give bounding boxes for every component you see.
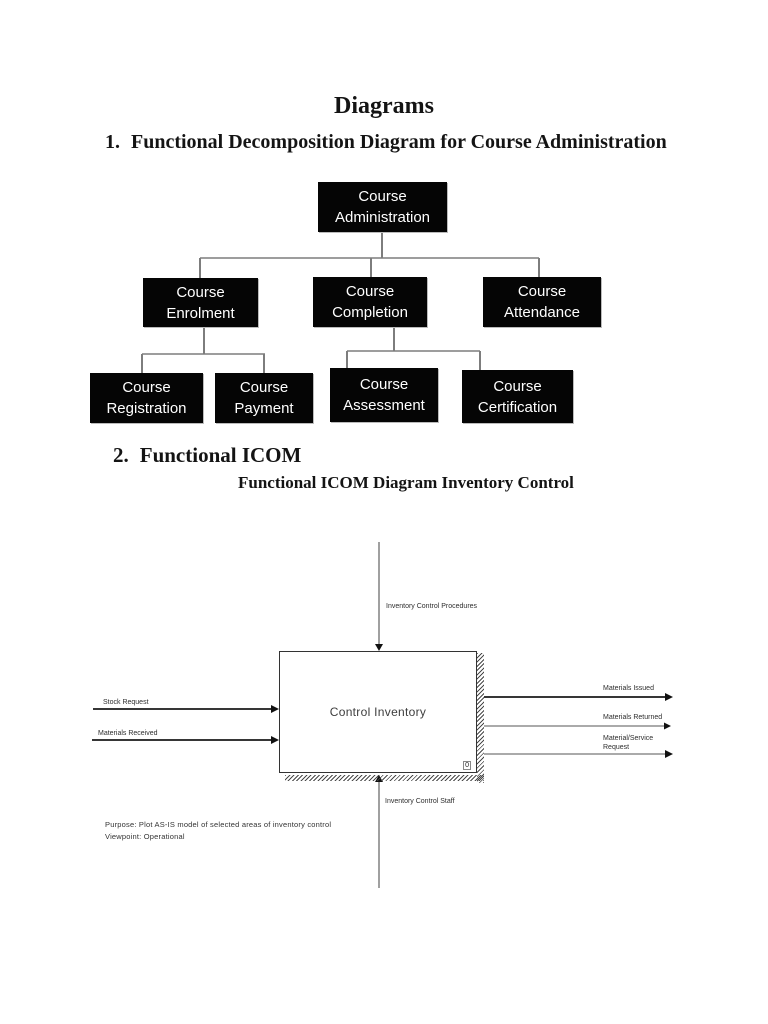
output-label-1: Materials Issued (603, 685, 654, 692)
icom-arrow-lines (92, 542, 673, 888)
section-2-title: Functional ICOM (139, 443, 302, 467)
viewpoint-note: Viewpoint: Operational (105, 832, 185, 841)
icom-diagram: Control Inventory 0 Inventory Control Pr… (0, 530, 768, 910)
output-label-3: Material/Service Request (603, 735, 654, 751)
purpose-note: Purpose: Plot AS-IS model of selected ar… (105, 820, 332, 829)
tree-node-course-administration: Course Administration (318, 182, 447, 232)
tree-node-course-registration: Course Registration (90, 373, 203, 423)
section-2-number: 2. (113, 443, 129, 467)
tree-node-course-enrolment: Course Enrolment (143, 278, 258, 327)
tree-node-course-assessment: Course Assessment (330, 368, 438, 422)
output-label-2: Materials Returned (603, 714, 663, 721)
input-label-2: Materials Received (98, 730, 158, 737)
control-label: Inventory Control Procedures (386, 603, 478, 610)
process-box-number: 0 (463, 761, 471, 770)
process-box-shadow-bottom (285, 775, 484, 781)
tree-connector-lines (141, 232, 540, 373)
tree-node-course-payment: Course Payment (215, 373, 313, 423)
section-1-heading: 1. Functional Decomposition Diagram for … (105, 131, 667, 154)
decomposition-diagram: Course Administration Course Enrolment C… (0, 170, 768, 435)
process-box-shadow-right (477, 653, 484, 783)
section-1-number: 1. (105, 131, 120, 153)
section-2-heading: 2. Functional ICOM (113, 443, 301, 468)
section-1-title: Functional Decomposition Diagram for Cou… (131, 131, 667, 153)
mechanism-label: Inventory Control Staff (385, 798, 455, 805)
tree-node-course-certification: Course Certification (462, 370, 573, 423)
process-box-label: Control Inventory (329, 705, 427, 719)
input-label-1: Stock Request (103, 699, 149, 706)
page-title: Diagrams (334, 93, 434, 119)
icom-process-box: Control Inventory 0 (279, 651, 477, 773)
tree-node-course-attendance: Course Attendance (483, 277, 601, 327)
tree-node-course-completion: Course Completion (313, 277, 427, 327)
icom-diagram-title: Functional ICOM Diagram Inventory Contro… (238, 473, 574, 492)
